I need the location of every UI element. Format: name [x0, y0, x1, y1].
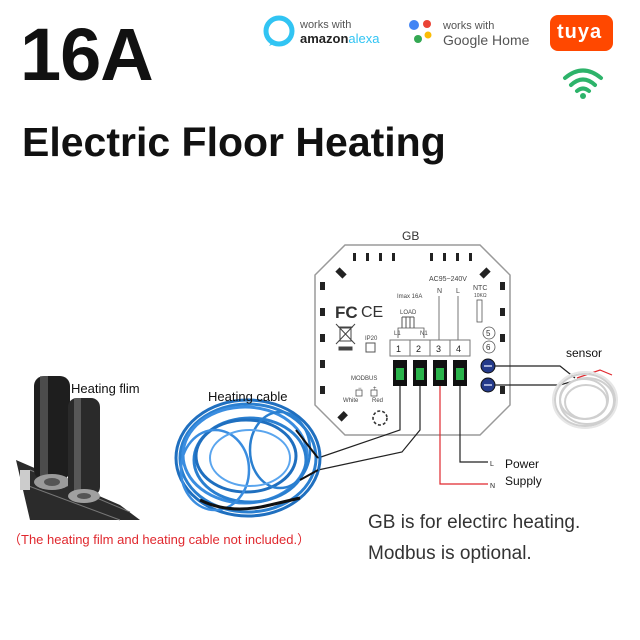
- terminal-1: 1: [396, 344, 401, 354]
- power-label: Power: [505, 457, 540, 471]
- amperage-title: 16A: [20, 13, 154, 96]
- n-wire-label: N: [490, 483, 495, 490]
- alexa-brand: amazonalexa: [300, 32, 379, 46]
- terminal-2: 2: [416, 344, 421, 354]
- ce-mark: CE: [361, 304, 383, 321]
- info-line-2: Modbus is optional.: [368, 543, 532, 564]
- heating-film-label: Heating flim: [71, 381, 140, 396]
- terminal-clamps: [393, 360, 467, 386]
- alexa-badge: works with amazonalexa: [263, 15, 383, 49]
- google-works-with: works with: [443, 20, 495, 32]
- l-terminal-label: L: [456, 288, 460, 295]
- l-wire-label: L: [490, 461, 494, 468]
- ip-rating: IP20: [365, 336, 378, 342]
- weee-bin-icon: [335, 323, 356, 351]
- modbus-plus: +: [373, 386, 377, 392]
- heating-film-image: [16, 376, 140, 521]
- vent-slots: [320, 253, 505, 422]
- google-home-text: Home: [488, 32, 530, 48]
- ntc-label: NTC: [473, 285, 487, 292]
- not-included-note: （The heating film and heating cable not …: [8, 532, 311, 547]
- product-title: Electric Floor Heating: [22, 119, 446, 165]
- terminal-6-marker: [482, 340, 496, 354]
- ip-box: [365, 342, 376, 353]
- load-symbol: [401, 316, 415, 328]
- info-line-1: GB is for electirc heating.: [368, 512, 581, 533]
- google-home-badge: works with Google Home: [408, 15, 533, 49]
- heating-cable-label: Heating cable: [208, 389, 288, 404]
- fc-mark: FC: [335, 303, 358, 322]
- modbus-white-label: White: [343, 398, 359, 404]
- google-brand: Google Home: [443, 33, 529, 47]
- alexa-works-with: works with: [300, 19, 352, 31]
- terminal-4: 4: [456, 344, 461, 354]
- ntc-value: 10KΩ: [474, 293, 487, 299]
- n-terminal-label: N: [437, 288, 442, 295]
- device-model-label: GB: [402, 229, 419, 243]
- temperature-sensor-coil: [552, 371, 618, 429]
- modbus-label: MODBUS: [351, 376, 377, 382]
- terminal-5-marker: [482, 326, 496, 340]
- reset-dial-icon: [372, 410, 388, 426]
- wifi-icon: [563, 68, 603, 99]
- alexa-alexa-text: alexa: [348, 31, 380, 46]
- google-home-dots-icon: [409, 20, 432, 43]
- tuya-logo-text: tuya: [557, 21, 603, 43]
- tuya-logo-icon: tuya: [550, 15, 613, 51]
- supply-label: Supply: [505, 474, 542, 488]
- alexa-amazon-text: amazon: [300, 31, 349, 46]
- sensor-label: sensor: [566, 346, 603, 360]
- imax-label: Imax 16A: [397, 294, 422, 300]
- alexa-ring-icon: [263, 15, 295, 47]
- heating-cable-image: [174, 398, 322, 518]
- google-google-text: Google: [443, 32, 489, 48]
- load-label: LOAD: [400, 310, 417, 316]
- modbus-red-label: Red: [372, 398, 383, 404]
- terminal-6: 6: [486, 343, 491, 352]
- terminal-3: 3: [436, 344, 441, 354]
- terminal-5: 5: [486, 329, 491, 338]
- modbus-minus: −: [358, 386, 362, 392]
- voltage-label: AC95~240V: [429, 276, 467, 283]
